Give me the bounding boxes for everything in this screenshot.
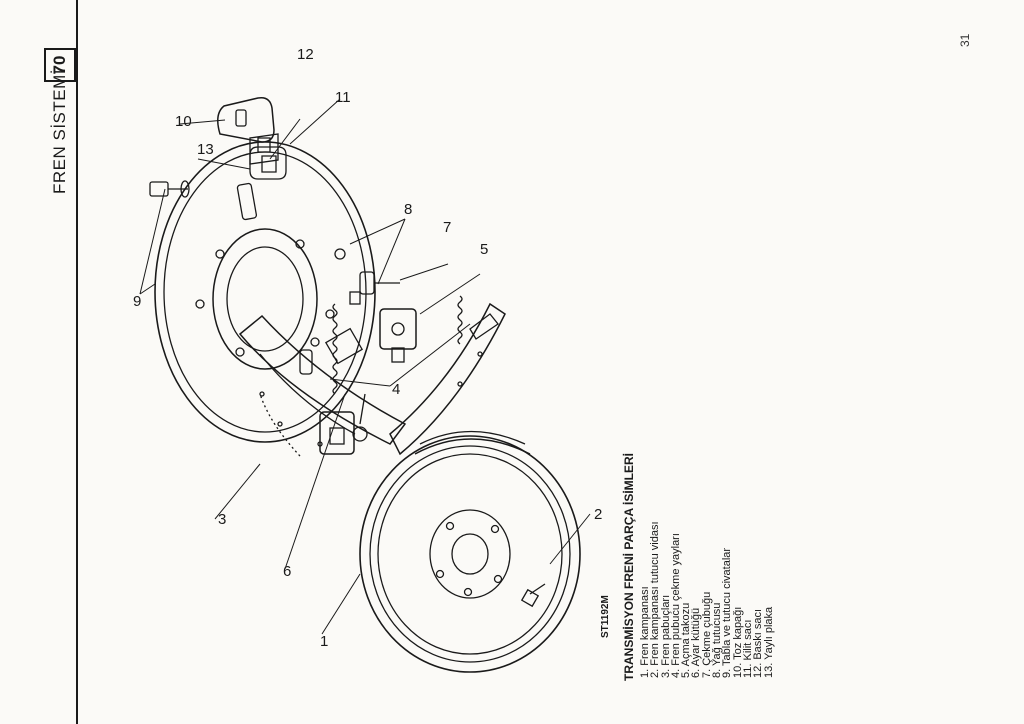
callout-13: 13: [197, 141, 214, 158]
drum-screw: [520, 583, 546, 608]
backing-plate: [154, 141, 376, 443]
callout-10: 10: [175, 113, 192, 130]
callout-leaders: [139, 98, 591, 635]
list-item: 13. Yaylı plaka: [762, 606, 775, 678]
callout-6: 6: [283, 563, 291, 580]
callout-9: 9: [133, 293, 141, 310]
callout-5: 5: [480, 241, 488, 258]
plates: [249, 133, 287, 180]
callout-4: 4: [392, 381, 400, 398]
callout-12: 12: [297, 46, 314, 63]
callout-8: 8: [404, 201, 412, 218]
callout-2: 2: [594, 506, 602, 523]
callout-7: 7: [443, 219, 451, 236]
adjuster-block: [319, 393, 368, 455]
brake-shoe-upper: [238, 314, 407, 457]
parts-list: 1. Fren kampanası 2. Fren kampanası tutu…: [639, 521, 775, 678]
brake-drum: [359, 430, 581, 673]
callout-1: 1: [320, 633, 328, 650]
brake-shoe-lower: [389, 302, 506, 456]
figure-code: ST1192M: [600, 595, 611, 638]
spring-lower: [457, 295, 463, 345]
bolt-9: [149, 180, 190, 198]
callout-3: 3: [218, 511, 226, 528]
parts-list-title: TRANSMİSYON FRENİ PARÇA İSİMLERİ: [622, 452, 636, 681]
callout-labels: 1 2 3 4 5 6 7 8 9 10 11 12 13: [133, 46, 602, 650]
actuator-block: [379, 308, 417, 363]
callout-11: 11: [335, 89, 351, 106]
